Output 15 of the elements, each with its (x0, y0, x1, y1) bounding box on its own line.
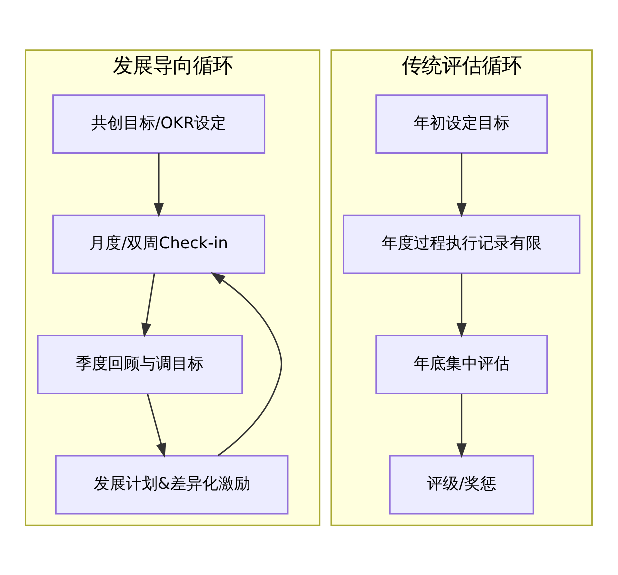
node-box: 发展计划&差异化激励 (55, 454, 289, 514)
arrow (210, 272, 282, 456)
node-box: 季度回顾与调目标 (37, 334, 244, 394)
arrow (456, 394, 467, 458)
node-box: 年度过程执行记录有限 (343, 214, 581, 274)
node-box: 年初设定目标 (376, 94, 548, 154)
arrow (142, 273, 156, 338)
arrow (147, 393, 166, 458)
node-box: 年底集中评估 (376, 334, 548, 394)
node-box: 共创目标/OKR设定 (52, 94, 266, 154)
arrow (154, 153, 164, 218)
arrow (456, 273, 467, 338)
node-box: 月度/双周Check-in (52, 214, 266, 274)
arrow (456, 153, 467, 218)
node-box: 评级/奖惩 (389, 454, 534, 514)
